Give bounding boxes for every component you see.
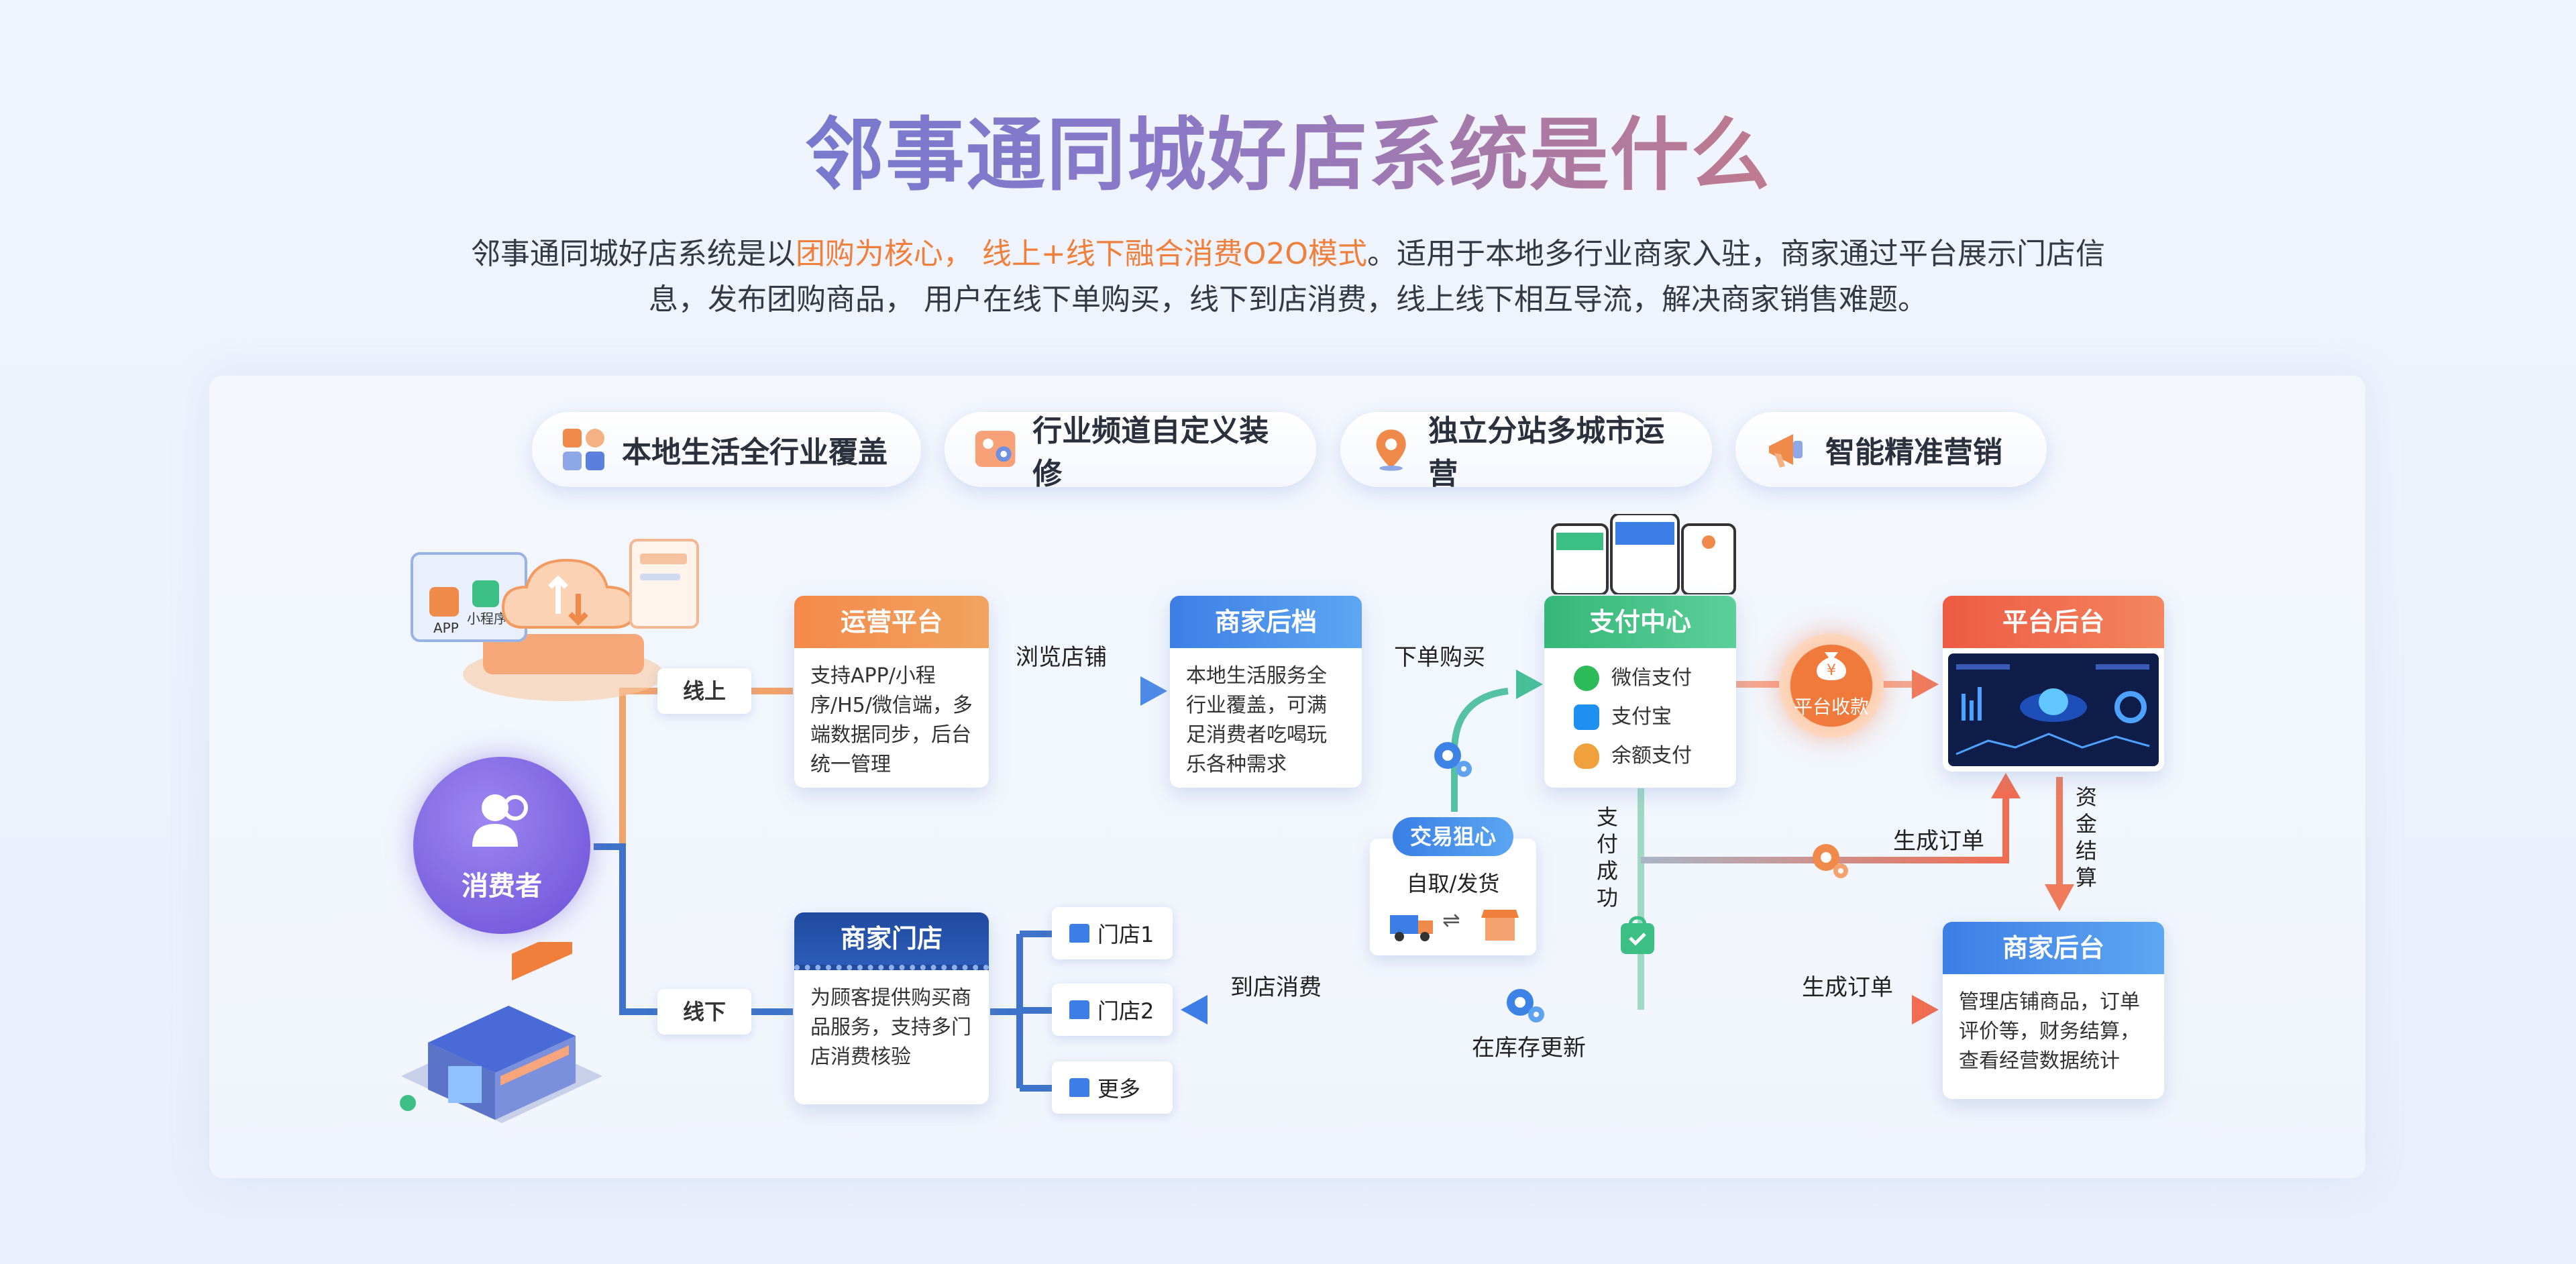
store-label: 门店2: [1097, 998, 1155, 1024]
money-bag-icon: ¥: [1817, 652, 1846, 680]
merchant-backend-title: 商家后档: [1170, 596, 1362, 648]
in-store-label: 到店消费: [1230, 974, 1322, 1001]
wechat-pay-icon: [1574, 666, 1599, 691]
payment-center-title: 支付中心: [1544, 596, 1736, 648]
payment-center-card: 支付中心 微信支付 支付宝 余额支付: [1544, 596, 1736, 788]
store-illustration: [400, 942, 602, 1123]
app-label: APP: [433, 620, 459, 636]
feature-pill-4: 智能精准营销: [1735, 412, 2047, 487]
gear-icon: [1813, 844, 1848, 878]
merchant-store-title: 商家门店: [794, 912, 989, 970]
consumer-label: 消费者: [462, 871, 542, 902]
payment-alipay: 支付宝: [1574, 698, 1707, 737]
gen-order-top-label: 生成订单: [1893, 828, 1984, 855]
feature-pill-2: 行业频道自定义装修: [945, 412, 1316, 491]
stock-update-label: 在库存更新: [1472, 1035, 1586, 1061]
feature-label-1: 本地生活全行业覆盖: [622, 435, 888, 470]
delivery-store-icons: [1390, 910, 1519, 941]
merchant-store-body: 为顾客提供购买商品服务，支持多门店消费核验: [810, 986, 971, 1069]
store-label: 门店1: [1097, 922, 1155, 947]
merchant-admin-card: 商家后台 管理店铺商品，订单评价等，财务结算，查看经营数据统计: [1943, 922, 2164, 1099]
feature-label-2: 行业频道自定义装修: [1032, 414, 1269, 491]
gear-icon: [1434, 742, 1472, 777]
consumer-node: 消费者: [413, 757, 590, 934]
feature-pill-1: 本地生活全行业覆盖: [532, 412, 921, 487]
intro-highlight: 团购为核心， 线上+线下融合消费O2O模式: [795, 237, 1368, 271]
merchant-backend-body: 本地生活服务全行业覆盖，可满足消费者吃喝玩乐各种需求: [1186, 664, 1327, 776]
swap-icon: ⇌: [1442, 907, 1460, 933]
gear-icon: [1507, 989, 1544, 1022]
platform-collect-node: ¥ 平台收款: [1779, 633, 1884, 738]
intro-part-2: 。适用于本地多行业商家入驻，商家通过平台展示门店信: [1367, 237, 2106, 271]
trade-hub-title: 交易狙心: [1393, 817, 1513, 856]
gen-order-bottom-label: 生成订单: [1802, 974, 1893, 1001]
online-tag: 线上: [657, 668, 751, 714]
store-icon: [1069, 924, 1089, 943]
alipay-icon: [1574, 704, 1599, 730]
payment-method-label: 余额支付: [1611, 744, 1692, 768]
merchant-admin-title: 商家后台: [1943, 922, 2164, 974]
payment-methods: 微信支付 支付宝 余额支付: [1544, 648, 1736, 786]
user-icon: [472, 794, 528, 847]
ops-platform-title: 运营平台: [794, 596, 989, 648]
merchant-admin-body: 管理店铺商品，订单评价等，财务结算，查看经营数据统计: [1959, 990, 2140, 1073]
feature-label-3: 独立分站多城市运营: [1428, 414, 1665, 491]
payment-wechat: 微信支付: [1574, 659, 1707, 698]
grid-apps-icon: [563, 429, 604, 470]
platform-backend-card: 平台后台: [1943, 596, 2164, 772]
dashboard-screen-illustration: [1948, 653, 2159, 766]
money-bag-icon: [1574, 743, 1599, 769]
app-cloud-illustration: APP 小程序: [411, 539, 699, 701]
store-icon: [1069, 1078, 1089, 1097]
phones-illustration: [1551, 514, 1736, 594]
store-label: 更多: [1097, 1076, 1141, 1102]
location-pin-icon: [1376, 429, 1406, 471]
settlement-label: 资金结算: [2076, 784, 2098, 890]
intro-part-1: 邻事通同城好店系统是以: [470, 237, 796, 271]
merchant-backend-card: 商家后档 本地生活服务全行业覆盖，可满足消费者吃喝玩乐各种需求: [1170, 596, 1362, 788]
merchant-store-card: 商家门店 为顾客提供购买商品服务，支持多门店消费核验: [794, 912, 989, 1104]
store-icon: [1069, 1000, 1089, 1019]
store-more-button[interactable]: 更多: [1052, 1061, 1173, 1114]
store-2-button[interactable]: 门店2: [1052, 984, 1173, 1036]
page-title: 邻事通同城好店系统是什么: [0, 91, 2576, 205]
browse-label: 浏览店铺: [1016, 644, 1107, 671]
svg-text:¥: ¥: [1827, 662, 1836, 679]
offline-tag: 线下: [657, 989, 751, 1035]
mini-program-label: 小程序: [467, 611, 507, 627]
intro-text: 邻事通同城好店系统是以团购为核心， 线上+线下融合消费O2O模式。适用于本地多行…: [376, 231, 2200, 323]
shopping-bag-icon: [1621, 916, 1654, 954]
order-label: 下单购买: [1394, 644, 1485, 671]
ops-platform-body: 支持APP/小程序/H5/微信端，多端数据同步，后台统一管理: [810, 664, 973, 776]
decor-settings-icon: [975, 431, 1016, 467]
feature-label-4: 智能精准营销: [1825, 435, 2002, 470]
pay-success-label: 支付成功: [1597, 804, 1619, 910]
payment-balance: 余额支付: [1574, 737, 1707, 776]
feature-pill-3: 独立分站多城市运营: [1340, 412, 1712, 491]
trade-hub-sub: 自取/发货: [1406, 871, 1500, 896]
platform-collect-label: 平台收款: [1793, 696, 1869, 718]
store-1-button[interactable]: 门店1: [1052, 907, 1173, 959]
platform-backend-title: 平台后台: [1943, 596, 2164, 648]
ops-platform-card: 运营平台 支持APP/小程序/H5/微信端，多端数据同步，后台统一管理: [794, 596, 989, 788]
megaphone-icon: [1769, 434, 1803, 468]
trade-hub-card: 交易狙心 自取/发货 ⇌: [1370, 817, 1536, 955]
intro-line-2: 息，发布团购商品， 用户在线下单购买，线下到店消费，线上线下相互导流，解决商家销…: [649, 282, 1927, 317]
payment-method-label: 支付宝: [1611, 705, 1672, 729]
payment-method-label: 微信支付: [1611, 666, 1692, 690]
